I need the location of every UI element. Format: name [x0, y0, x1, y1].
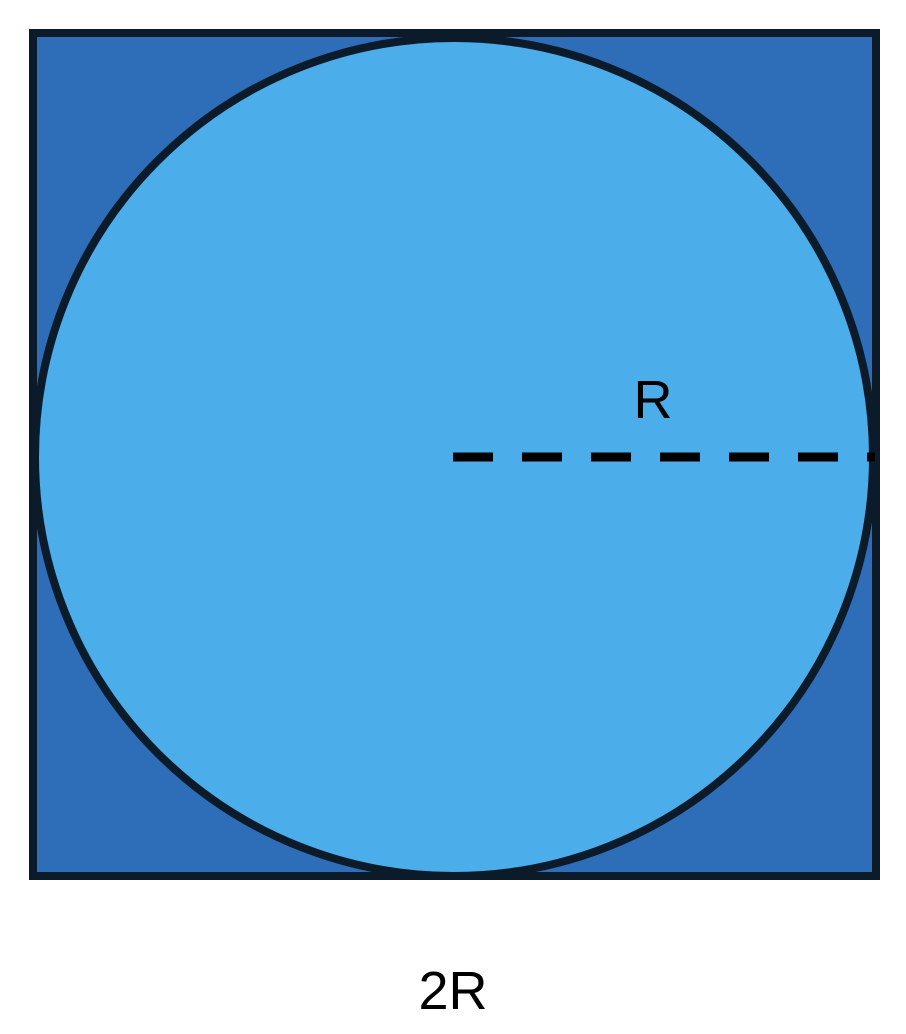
side-length-label: 2R: [418, 961, 487, 1021]
radius-label: R: [634, 370, 673, 430]
